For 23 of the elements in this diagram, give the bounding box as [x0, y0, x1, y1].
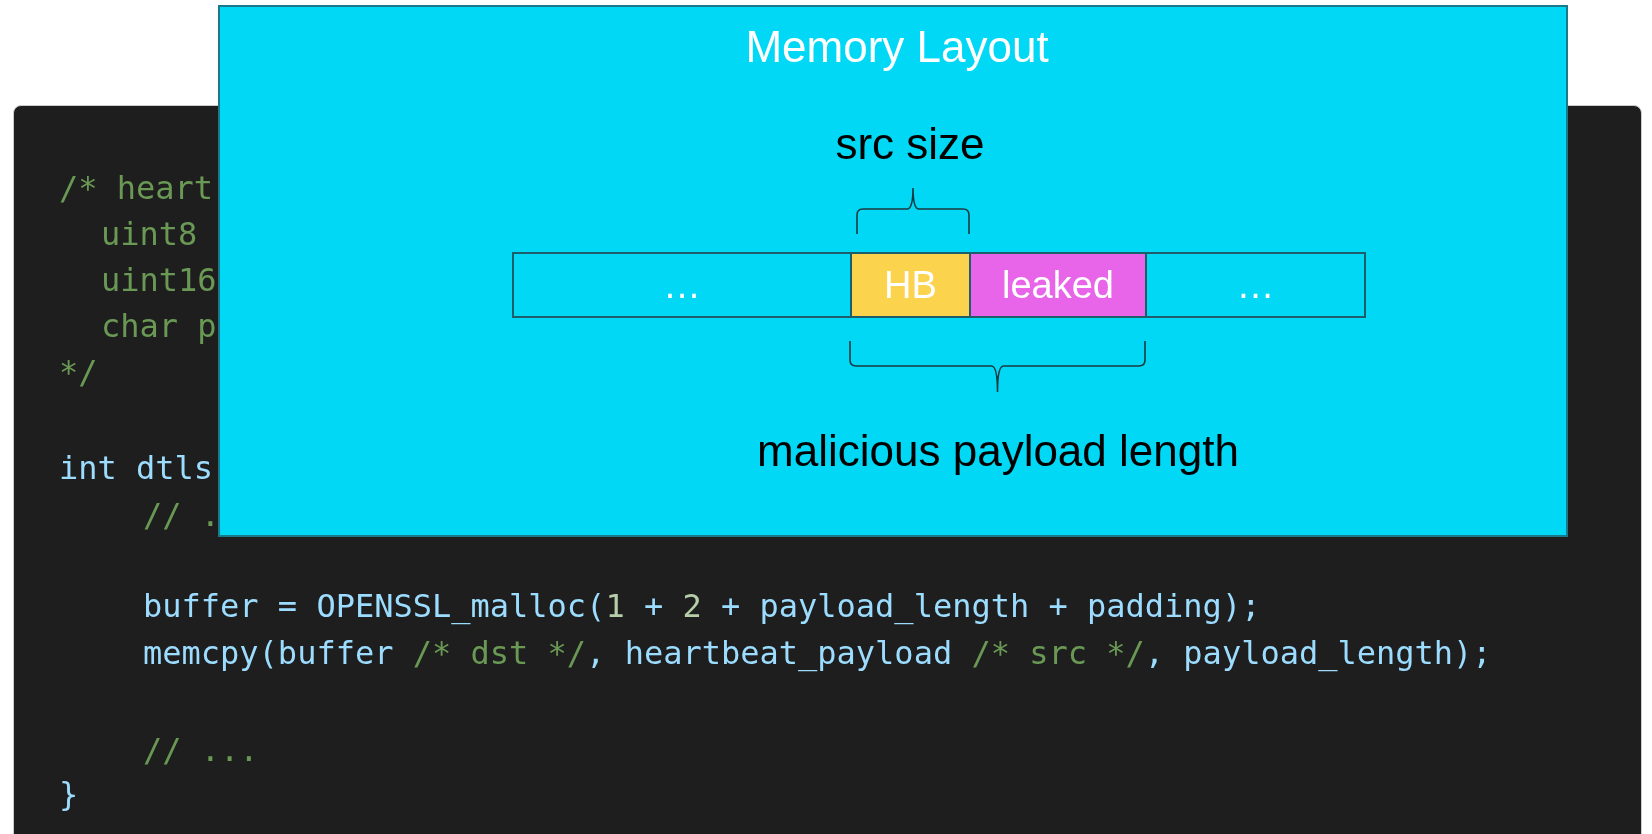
code-line: uint16 — [101, 260, 217, 300]
cell-label: HB — [884, 263, 937, 307]
code-line: int dtls — [59, 448, 214, 488]
memory-layout-panel — [218, 5, 1568, 537]
code-line: // . — [143, 495, 221, 535]
code-line: */ — [59, 352, 98, 392]
panel-title: Memory Layout — [745, 22, 1049, 72]
code-line: // ... — [143, 730, 259, 770]
code-line: uint8 — [101, 214, 198, 254]
brace-label: malicious payload length — [757, 426, 1239, 476]
memory-cell — [512, 252, 852, 318]
cell-label: leaked — [1002, 263, 1114, 307]
code-line: buffer = OPENSSL_malloc(1 + 2 + payload_length + padding); — [143, 586, 1261, 626]
memory-cell — [1145, 252, 1366, 318]
memory-cell — [850, 252, 971, 318]
code-line: /* heart — [59, 168, 214, 208]
code-line: memcpy(buffer /* dst */, heartbeat_payload /* src */, payload_length); — [143, 633, 1492, 673]
code-line: char p — [101, 306, 217, 346]
memory-cell — [969, 252, 1147, 318]
cell-label: … — [1236, 263, 1275, 307]
cell-label: … — [663, 263, 701, 307]
code-line: } — [59, 774, 79, 814]
brace-label: src size — [835, 119, 985, 169]
